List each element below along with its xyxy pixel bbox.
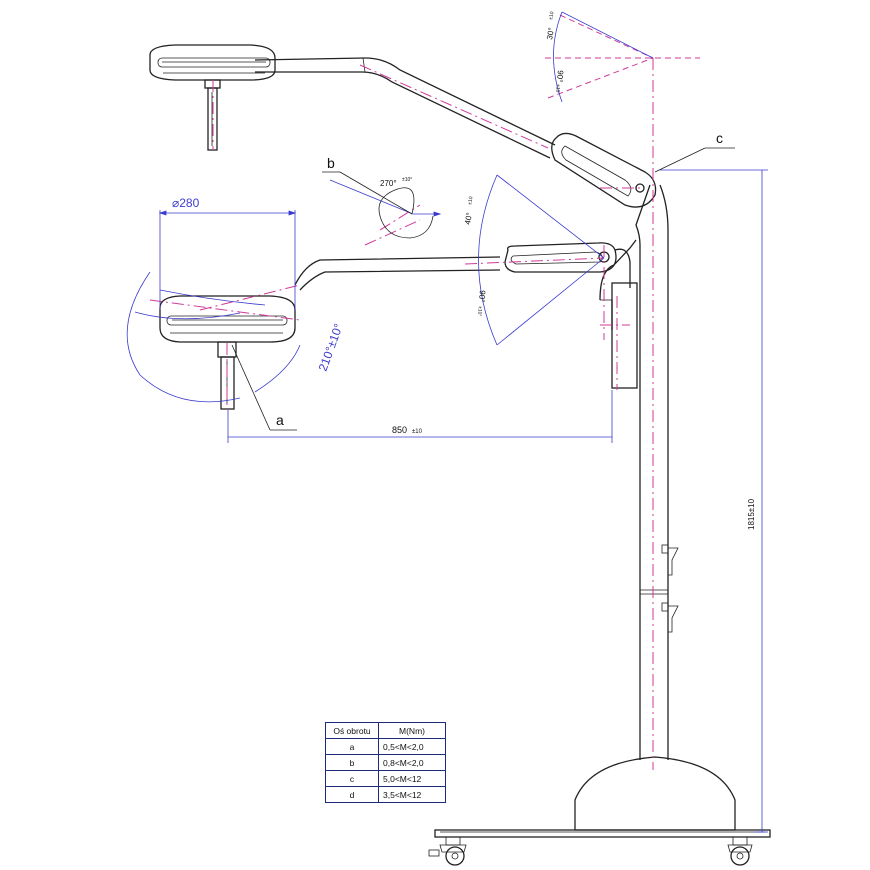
row-torque: 0,8<M<2,0 bbox=[378, 754, 446, 771]
row-axis: a bbox=[325, 738, 379, 755]
height-label: 1815±10 bbox=[747, 498, 756, 530]
angle-a-label: 210°±10° bbox=[316, 321, 346, 373]
caster-left bbox=[428, 836, 467, 866]
header-torque: M(Nm) bbox=[378, 722, 446, 739]
dimensions: ⌀280 850 ±10 1815±10 210°±10° 270° ±10° … bbox=[126, 11, 768, 833]
row-axis: b bbox=[325, 754, 379, 771]
angle-up-mid-tol-label: ±10 bbox=[467, 196, 474, 205]
torque-table-header: Oś obrotu M(Nm) bbox=[325, 722, 446, 739]
row-axis: d bbox=[325, 786, 379, 803]
row-torque: 0,5<M<2,0 bbox=[378, 738, 446, 755]
table-row: b 0,8<M<2,0 bbox=[325, 754, 446, 771]
lower-arm bbox=[159, 242, 631, 410]
label-a: a bbox=[276, 412, 284, 428]
column-box bbox=[611, 282, 638, 389]
centerlines bbox=[149, 14, 700, 770]
row-torque: 5,0<M<12 bbox=[378, 770, 446, 787]
angle-down-top-tol-label: ±10 bbox=[554, 84, 561, 93]
reach-tol-label: ±10 bbox=[412, 429, 423, 435]
axis-labels: a b c bbox=[231, 130, 735, 431]
label-c: c bbox=[716, 130, 723, 146]
table-row: d 3,5<M<12 bbox=[325, 786, 446, 803]
table-row: c 5,0<M<12 bbox=[325, 770, 446, 787]
reach-label: 850 bbox=[392, 425, 407, 435]
caster-right bbox=[727, 836, 753, 866]
angle-b-tol-label: ±10° bbox=[402, 177, 412, 183]
torque-table: Oś obrotu M(Nm) a 0,5<M<2,0 b 0,8<M<2,0 … bbox=[325, 722, 446, 803]
table-row: a 0,5<M<2,0 bbox=[325, 738, 446, 755]
row-axis: c bbox=[325, 770, 379, 787]
angle-b-label: 270° bbox=[380, 179, 397, 188]
angle-down-mid-label: 90° bbox=[477, 290, 487, 303]
holder-clamp bbox=[661, 544, 679, 633]
header-axis: Oś obrotu bbox=[325, 722, 379, 739]
diameter-label: ⌀280 bbox=[172, 196, 200, 210]
label-b: b bbox=[327, 155, 335, 171]
angle-up-top-tol-label: ±10 bbox=[548, 11, 555, 20]
angle-up-top-label: 30° bbox=[545, 27, 556, 40]
angle-up-mid-label: 40° bbox=[463, 212, 474, 225]
angle-down-mid-tol-label: ±10° bbox=[476, 306, 483, 317]
row-torque: 3,5<M<12 bbox=[378, 786, 446, 803]
mobile-base bbox=[428, 756, 771, 866]
angle-down-top-label: 90° bbox=[555, 70, 565, 83]
column-pole bbox=[599, 184, 679, 760]
